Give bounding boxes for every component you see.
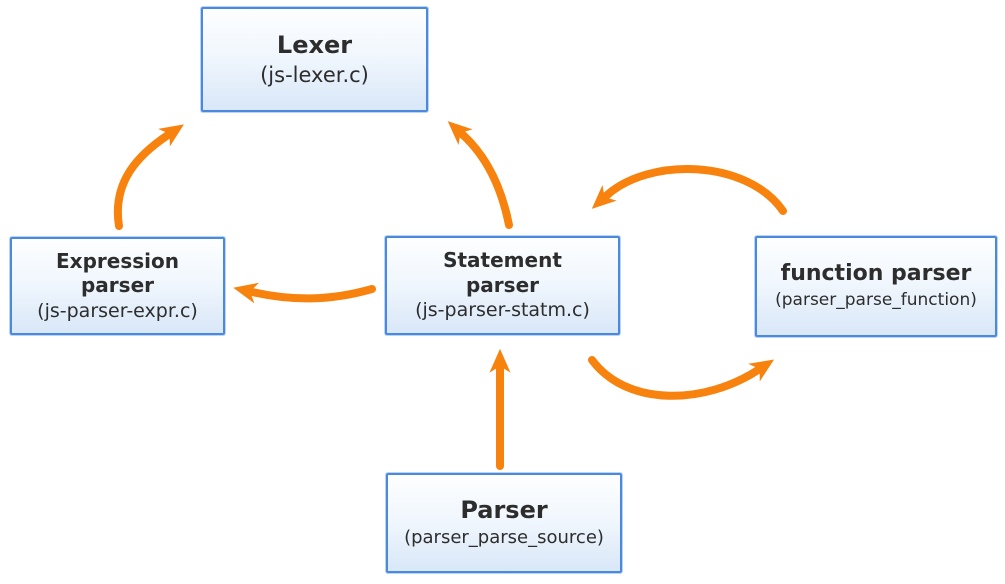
node-parser-title: Parser — [460, 496, 548, 525]
node-lexer-title: Lexer — [276, 30, 353, 59]
edge-statement-parser-to-lexer — [447, 121, 513, 229]
node-function-parser-subtitle: (parser_parse_function) — [775, 290, 977, 311]
node-statement-parser: Statement parser (js-parser-statm.c) — [385, 236, 620, 335]
node-lexer: Lexer (js-lexer.c) — [201, 7, 428, 112]
node-expression-parser-subtitle: (js-parser-expr.c) — [37, 299, 198, 322]
edge-function-parser-to-statement-parser — [591, 165, 787, 215]
edge-expression-parser-to-lexer — [113, 124, 184, 230]
node-function-parser-title: function parser — [780, 261, 972, 287]
node-expression-parser-title: Expression parser — [56, 248, 179, 298]
node-statement-parser-title: Statement parser — [443, 248, 562, 297]
edge-statement-parser-to-function-parser — [588, 356, 775, 400]
node-lexer-subtitle: (js-lexer.c) — [260, 63, 369, 87]
node-statement-parser-subtitle: (js-parser-statm.c) — [415, 299, 590, 322]
node-function-parser: function parser (parser_parse_function) — [755, 236, 997, 337]
edge-statement-parser-to-expression-parser — [233, 282, 376, 304]
node-expression-parser: Expression parser (js-parser-expr.c) — [10, 237, 225, 335]
node-parser: Parser (parser_parse_source) — [386, 473, 622, 573]
node-parser-subtitle: (parser_parse_source) — [404, 527, 604, 549]
